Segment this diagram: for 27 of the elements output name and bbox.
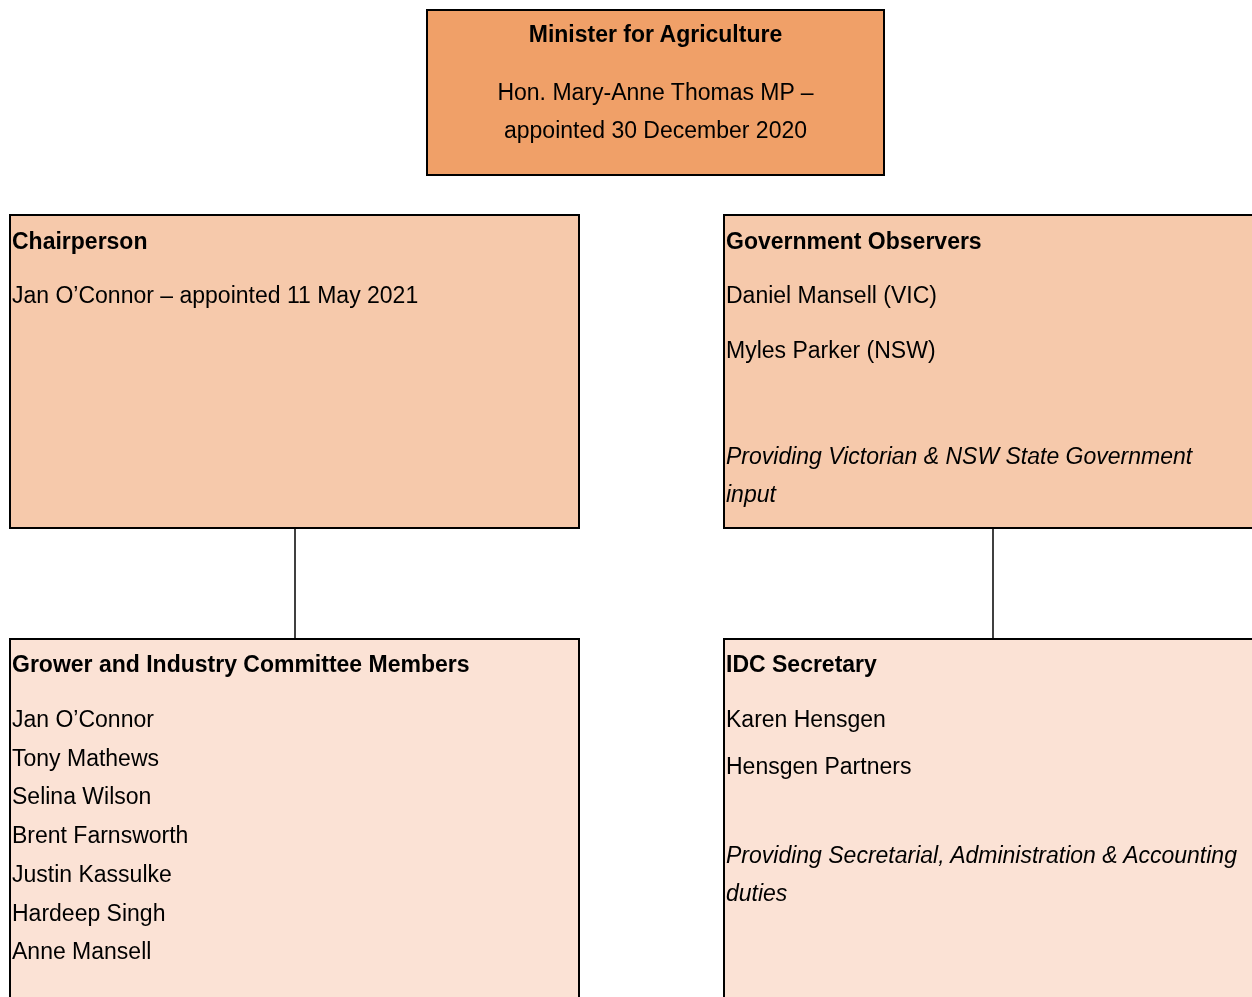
secretary-box	[723, 638, 1252, 997]
box-text: Anne Mansell	[12, 937, 152, 966]
box-heading: Chairperson	[12, 227, 148, 256]
box-heading: Government Observers	[726, 227, 982, 256]
minister-box	[426, 9, 885, 176]
box-text: Tony Mathews	[12, 744, 159, 773]
box-text: Justin Kassulke	[12, 860, 172, 889]
box-text: Hardeep Singh	[12, 899, 166, 928]
box-text: Karen Hensgen	[726, 705, 886, 734]
box-text: Providing Victorian & NSW State Government input	[726, 442, 1194, 509]
box-text: Jan O’Connor	[12, 705, 154, 734]
committee-box	[9, 638, 580, 997]
box-text: Providing Secretarial, Administration & Accounting duties	[726, 841, 1238, 908]
box-heading: IDC Secretary	[726, 650, 877, 679]
box-heading: Grower and Industry Committee Members	[12, 650, 470, 679]
box-text: Brent Farnsworth	[12, 821, 189, 850]
box-text: Hon. Mary-Anne Thomas MP – appointed 30 December 2020	[496, 78, 815, 145]
box-text: Myles Parker (NSW)	[726, 336, 936, 365]
box-text: Daniel Mansell (VIC)	[726, 281, 937, 310]
observers-box	[723, 214, 1252, 529]
connector-line	[294, 528, 296, 639]
chairperson-box	[9, 214, 580, 529]
box-heading: Minister for Agriculture	[527, 20, 784, 49]
box-text: Selina Wilson	[12, 782, 152, 811]
box-text: Hensgen Partners	[726, 752, 912, 781]
box-text: Jan O’Connor – appointed 11 May 2021	[12, 281, 419, 310]
connector-line	[992, 528, 994, 639]
